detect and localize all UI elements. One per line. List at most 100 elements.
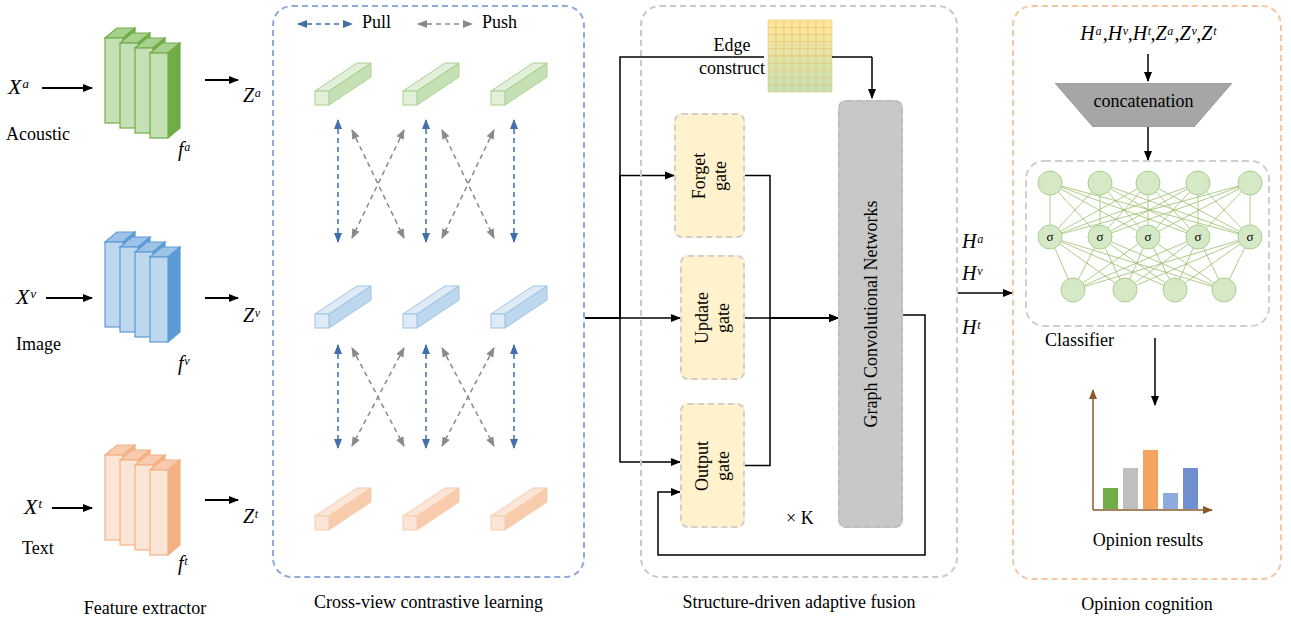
matrix-cell	[816, 20, 824, 27]
connector	[745, 318, 838, 466]
bar-end	[403, 91, 417, 105]
matrix-cell	[776, 27, 784, 34]
net-link	[1100, 183, 1250, 237]
annotation: Edge construct	[682, 34, 782, 81]
matrix-cell	[824, 20, 832, 27]
stage-caption: Cross-view contrastive learning	[274, 592, 583, 613]
matrix-cell	[768, 27, 776, 34]
matrix-cell	[824, 70, 832, 77]
concat-label: concatenation	[1055, 91, 1232, 112]
legend-text: Pull	[362, 12, 391, 33]
stage-panel: Structure-driven adaptive fusionForget g…	[640, 5, 958, 578]
connector	[1147, 127, 1149, 160]
annotation: Hᵃ	[962, 230, 984, 253]
matrix-cell	[800, 56, 808, 63]
neuron	[1186, 171, 1210, 195]
annotation: Hᵛ	[962, 262, 982, 285]
matrix-cell	[784, 20, 792, 27]
matrix-cell	[800, 34, 808, 41]
input-arrows	[42, 80, 238, 508]
sigma-symbol: σ	[1246, 230, 1253, 245]
matrix-cell	[792, 42, 800, 49]
matrix-cell	[808, 56, 816, 63]
annotation: Zᵗ	[243, 505, 257, 528]
annotation: Zᵛ	[243, 304, 260, 327]
matrix-cell	[776, 70, 784, 77]
matrix-cell	[808, 27, 816, 34]
matrix-cell	[816, 27, 824, 34]
layer-front	[150, 53, 168, 138]
matrix-cell	[816, 42, 824, 49]
bar-side	[329, 286, 371, 328]
matrix-cell	[800, 78, 808, 85]
matrix-cell	[784, 34, 792, 41]
concat-trapezoid: concatenation	[1055, 83, 1232, 127]
matrix-cell	[776, 34, 784, 41]
matrix-cell	[792, 49, 800, 56]
matrix-cell	[792, 27, 800, 34]
bar-end	[403, 516, 417, 530]
matrix-cell	[792, 78, 800, 85]
bar-end	[315, 516, 329, 530]
bar-end	[315, 91, 329, 105]
result-chart	[1093, 390, 1212, 510]
matrix-cell	[792, 56, 800, 63]
neuron	[1212, 278, 1236, 302]
sigma-symbol: σ	[1194, 230, 1201, 245]
stage-panel: Opinion cognitionconcatenationClassifier	[1012, 5, 1282, 580]
gate-box: Output gate	[680, 403, 745, 528]
sigma-symbol: σ	[1096, 230, 1103, 245]
matrix-cell	[792, 20, 800, 27]
matrix-cell	[816, 70, 824, 77]
net-link	[1050, 237, 1125, 290]
matrix-cell	[768, 85, 776, 92]
gcn-box: Graph Convolutional Networks	[838, 100, 903, 528]
classifier-outline	[1025, 160, 1270, 330]
matrix-cell	[824, 49, 832, 56]
layer-front	[150, 470, 168, 555]
adjacency-matrix	[768, 20, 832, 92]
matrix-cell	[768, 42, 776, 49]
net-link	[1100, 237, 1175, 290]
neuron	[1113, 278, 1137, 302]
classifier-box: Classifier	[1025, 160, 1270, 355]
bar-end	[315, 314, 329, 328]
connector	[585, 176, 674, 319]
gate-label: Update gate	[692, 283, 733, 353]
matrix-cell	[768, 56, 776, 63]
bar-end	[403, 314, 417, 328]
matrix-cell	[776, 20, 784, 27]
layer-side	[168, 460, 180, 555]
matrix-cell	[792, 63, 800, 70]
bar-side	[417, 286, 459, 328]
annotation: Feature extractor	[84, 598, 206, 619]
annotation: Xᵃ	[8, 74, 30, 99]
matrix-cell	[800, 42, 808, 49]
matrix-cell	[816, 56, 824, 63]
matrix-cell	[768, 49, 776, 56]
matrix-cell	[808, 42, 816, 49]
bar-side	[505, 286, 547, 328]
matrix-cell	[824, 63, 832, 70]
matrix-cell	[776, 49, 784, 56]
matrix-cell	[768, 34, 776, 41]
net-link	[1073, 237, 1148, 290]
annotation: Xᵛ	[16, 284, 36, 309]
bar-side	[329, 63, 371, 105]
gate-label: Output gate	[692, 431, 733, 501]
matrix-cell	[816, 63, 824, 70]
fusion-wires	[620, 57, 872, 318]
gcn-label: Graph Convolutional Networks	[860, 124, 881, 504]
matrix-cell	[784, 85, 792, 92]
matrix-cell	[768, 70, 776, 77]
annotation: Xᵗ	[24, 494, 41, 519]
matrix-cell	[792, 34, 800, 41]
legend-text: Push	[482, 12, 517, 33]
embedding-bars	[315, 63, 547, 530]
matrix-cell	[784, 78, 792, 85]
bar-side	[329, 488, 371, 530]
matrix-cell	[776, 56, 784, 63]
matrix-cell	[768, 20, 776, 27]
stage-caption: Opinion cognition	[1014, 594, 1280, 615]
classifier-border	[1026, 161, 1269, 326]
